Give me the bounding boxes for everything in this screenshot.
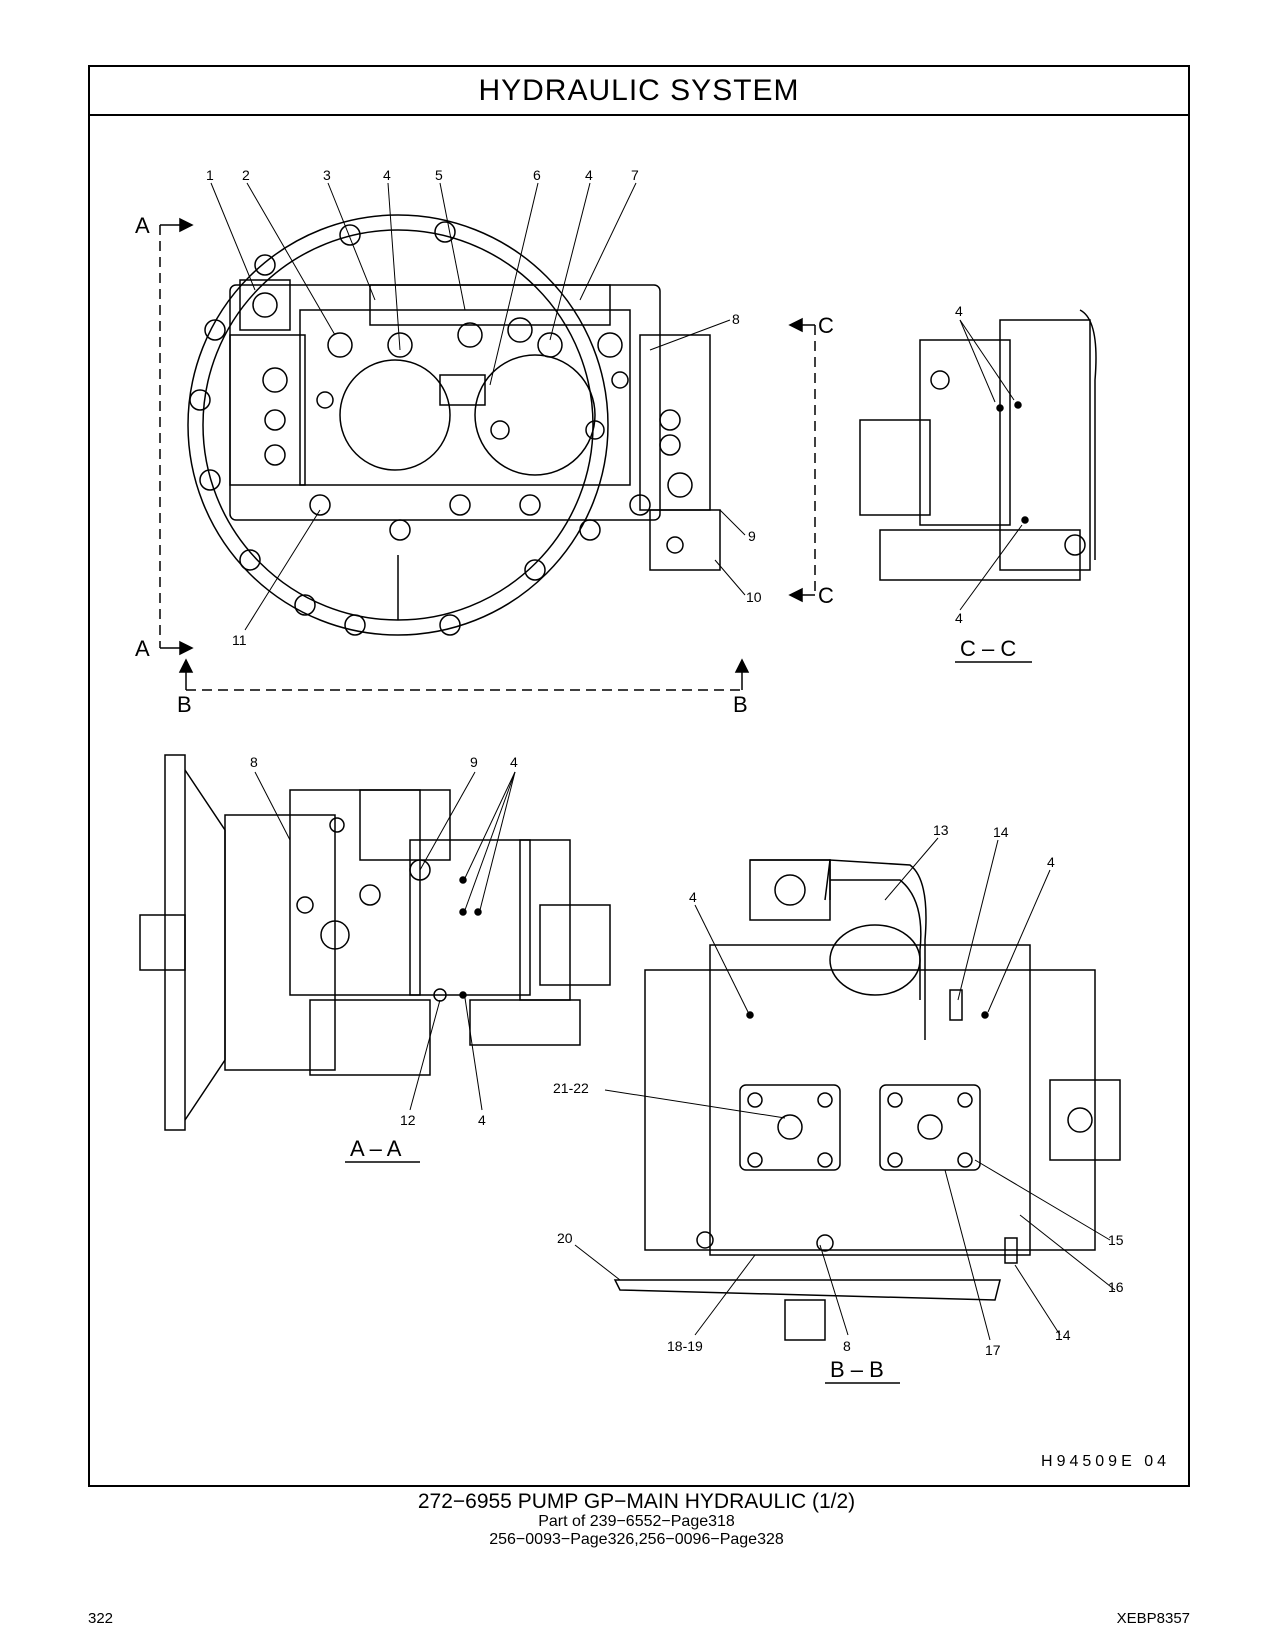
callout-label: 4: [1047, 854, 1055, 870]
callout-label: 4: [478, 1112, 486, 1128]
callout-label: 17: [985, 1342, 1001, 1358]
callout-label: 4: [383, 167, 391, 183]
callout-label: 7: [631, 167, 639, 183]
callout-label: 6: [533, 167, 541, 183]
callout-label: 8: [250, 754, 258, 770]
drawing-reference-code: H94509E 04: [1041, 1453, 1170, 1470]
section-marker-c-bottom: C: [818, 583, 834, 608]
page-number: 322: [88, 1610, 114, 1627]
view-label-cc: C – C: [960, 636, 1016, 661]
callout-label: 13: [933, 822, 949, 838]
callout-label: 16: [1108, 1279, 1124, 1295]
section-bb-view: [574, 837, 1121, 1384]
callout-label: 8: [843, 1338, 851, 1354]
callout-label: 8: [732, 311, 740, 327]
main-pump-top-view: [187, 182, 746, 636]
callout-label: 4: [955, 610, 963, 626]
section-marker-b-left: B: [177, 692, 192, 717]
document-id: XEBP8357: [1116, 1610, 1190, 1627]
view-label-bb: B – B: [830, 1357, 884, 1382]
part-caption-references: 256−0093−Page326,256−0096−Page328: [489, 1531, 784, 1548]
drawing-frame: HYDRAULIC SYSTEM H94509E 04: [88, 65, 1190, 1487]
callout-label: 12: [400, 1112, 416, 1128]
callout-label: 4: [955, 303, 963, 319]
callout-label: 2: [242, 167, 250, 183]
callout-label: 14: [993, 824, 1009, 840]
callout-label: 4: [585, 167, 593, 183]
callout-label: 5: [435, 167, 443, 183]
callout-label: 9: [748, 528, 756, 544]
callout-label: 4: [510, 754, 518, 770]
callout-label: 14: [1055, 1327, 1071, 1343]
label-layer: 1 2 3 4 5 6 4 7 8 9 10 11 A A B B C C 4 …: [135, 167, 1124, 1382]
callout-label: 20: [557, 1230, 573, 1246]
section-marker-a-bottom: A: [135, 636, 150, 661]
part-caption-title: 272−6955 PUMP GP−MAIN HYDRAULIC (1/2): [417, 1490, 856, 1513]
callout-label: 10: [746, 589, 762, 605]
section-marker-c-top: C: [818, 313, 834, 338]
callout-label: 3: [323, 167, 331, 183]
callout-label: 1: [206, 167, 214, 183]
callout-label: 21-22: [553, 1080, 589, 1096]
section-cut-lines: [159, 217, 816, 691]
flange-bolts: [189, 221, 546, 636]
view-label-aa: A – A: [350, 1136, 402, 1161]
callout-label: 9: [470, 754, 478, 770]
section-marker-b-right: B: [733, 692, 748, 717]
section-marker-a-top: A: [135, 213, 150, 238]
page-title: HYDRAULIC SYSTEM: [90, 67, 1188, 116]
callout-label: 18-19: [667, 1338, 703, 1354]
part-caption-parent: Part of 239−6552−Page318: [538, 1513, 735, 1530]
section-cc-view: [859, 309, 1097, 663]
callout-label: 4: [689, 889, 697, 905]
callout-label: 15: [1108, 1232, 1124, 1248]
callout-label: 11: [232, 632, 247, 648]
section-aa-view: [139, 754, 611, 1163]
